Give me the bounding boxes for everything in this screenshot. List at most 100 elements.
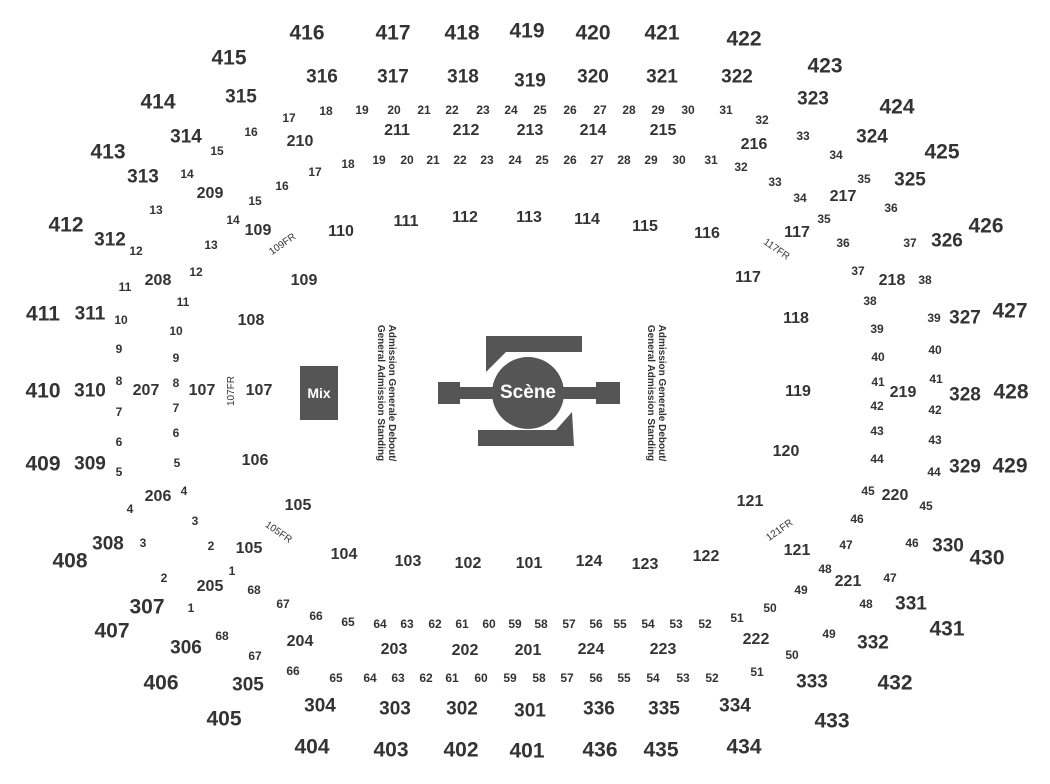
section-label-38[interactable]: 38: [918, 273, 932, 287]
section-label-403[interactable]: 403: [373, 738, 409, 762]
section-label-26[interactable]: 26: [563, 103, 577, 117]
section-label-38[interactable]: 38: [863, 294, 877, 308]
floor-section-label-117fr[interactable]: 117FR: [761, 236, 792, 263]
section-label-429[interactable]: 429: [992, 454, 1028, 478]
section-label-212[interactable]: 212: [452, 122, 480, 139]
section-label-121[interactable]: 121: [783, 542, 811, 559]
section-label-404[interactable]: 404: [294, 735, 330, 759]
floor-section-label-109fr[interactable]: 109FR: [267, 231, 299, 258]
section-label-224[interactable]: 224: [577, 641, 605, 658]
section-label-309[interactable]: 309: [74, 453, 106, 475]
section-label-11[interactable]: 11: [176, 295, 190, 309]
section-label-21[interactable]: 21: [426, 153, 440, 167]
section-label-304[interactable]: 304: [304, 695, 336, 717]
section-label-5[interactable]: 5: [115, 465, 123, 479]
section-label-62[interactable]: 62: [428, 617, 442, 631]
section-label-433[interactable]: 433: [814, 709, 850, 733]
section-label-122[interactable]: 122: [692, 548, 720, 565]
section-label-107[interactable]: 107: [188, 382, 216, 399]
section-label-321[interactable]: 321: [646, 66, 678, 88]
section-label-221[interactable]: 221: [834, 573, 862, 590]
section-label-24[interactable]: 24: [508, 153, 522, 167]
section-label-33[interactable]: 33: [768, 175, 782, 189]
section-label-52[interactable]: 52: [698, 617, 712, 631]
section-label-118[interactable]: 118: [783, 310, 809, 327]
section-label-49[interactable]: 49: [822, 627, 836, 641]
section-label-24[interactable]: 24: [504, 103, 518, 117]
section-label-201[interactable]: 201: [514, 642, 542, 659]
section-label-210[interactable]: 210: [286, 133, 314, 150]
section-label-55[interactable]: 55: [613, 617, 627, 631]
section-label-13[interactable]: 13: [204, 238, 218, 252]
section-label-31[interactable]: 31: [719, 103, 733, 117]
section-label-56[interactable]: 56: [589, 617, 603, 631]
section-label-215[interactable]: 215: [649, 122, 677, 139]
section-label-322[interactable]: 322: [721, 66, 753, 88]
section-label-10[interactable]: 10: [169, 324, 183, 338]
section-label-36[interactable]: 36: [884, 201, 898, 215]
section-label-302[interactable]: 302: [446, 698, 478, 720]
section-label-105[interactable]: 105: [235, 540, 263, 557]
section-label-209[interactable]: 209: [196, 185, 224, 202]
section-label-23[interactable]: 23: [480, 153, 494, 167]
section-label-115[interactable]: 115: [632, 218, 658, 235]
section-label-50[interactable]: 50: [785, 648, 799, 662]
section-label-420[interactable]: 420: [575, 21, 611, 45]
section-label-307[interactable]: 307: [129, 595, 165, 619]
section-label-423[interactable]: 423: [807, 54, 843, 78]
section-label-58[interactable]: 58: [532, 671, 546, 685]
section-label-35[interactable]: 35: [857, 172, 871, 186]
section-label-22[interactable]: 22: [453, 153, 467, 167]
section-label-114[interactable]: 114: [574, 211, 600, 228]
section-label-19[interactable]: 19: [372, 153, 386, 167]
section-label-2[interactable]: 2: [160, 571, 168, 585]
section-label-65[interactable]: 65: [341, 615, 355, 629]
section-label-426[interactable]: 426: [968, 214, 1004, 238]
section-label-413[interactable]: 413: [90, 140, 126, 164]
section-label-402[interactable]: 402: [443, 738, 479, 762]
section-label-427[interactable]: 427: [992, 299, 1028, 323]
section-label-205[interactable]: 205: [196, 578, 224, 595]
section-label-52[interactable]: 52: [705, 671, 719, 685]
section-label-431[interactable]: 431: [929, 617, 965, 641]
section-label-43[interactable]: 43: [928, 433, 942, 447]
section-label-46[interactable]: 46: [850, 512, 864, 526]
section-label-107[interactable]: 107: [245, 382, 273, 399]
section-label-37[interactable]: 37: [851, 264, 865, 278]
section-label-417[interactable]: 417: [375, 21, 411, 45]
section-label-326[interactable]: 326: [931, 230, 963, 252]
section-label-59[interactable]: 59: [503, 671, 517, 685]
section-label-66[interactable]: 66: [309, 609, 323, 623]
section-label-116[interactable]: 116: [694, 225, 720, 242]
section-label-222[interactable]: 222: [742, 631, 770, 648]
section-label-432[interactable]: 432: [877, 671, 913, 695]
section-label-67[interactable]: 67: [276, 597, 290, 611]
section-label-15[interactable]: 15: [210, 144, 224, 158]
section-label-66[interactable]: 66: [286, 664, 300, 678]
section-label-315[interactable]: 315: [225, 86, 257, 108]
section-label-219[interactable]: 219: [889, 384, 917, 401]
section-label-25[interactable]: 25: [533, 103, 547, 117]
section-label-218[interactable]: 218: [878, 272, 906, 289]
section-label-21[interactable]: 21: [417, 103, 431, 117]
section-label-204[interactable]: 204: [286, 633, 314, 650]
section-label-101[interactable]: 101: [515, 555, 543, 572]
section-label-119[interactable]: 119: [785, 383, 811, 400]
section-label-103[interactable]: 103: [394, 553, 422, 570]
section-label-20[interactable]: 20: [387, 103, 401, 117]
section-label-25[interactable]: 25: [535, 153, 549, 167]
section-label-325[interactable]: 325: [894, 169, 926, 191]
section-label-31[interactable]: 31: [704, 153, 718, 167]
section-label-434[interactable]: 434: [726, 735, 762, 759]
section-label-329[interactable]: 329: [949, 456, 981, 478]
section-label-328[interactable]: 328: [949, 384, 981, 406]
section-label-42[interactable]: 42: [928, 403, 942, 417]
section-label-327[interactable]: 327: [949, 307, 981, 329]
section-label-50[interactable]: 50: [763, 601, 777, 615]
section-label-8[interactable]: 8: [172, 376, 180, 390]
section-label-42[interactable]: 42: [870, 399, 884, 413]
floor-section-label-121fr[interactable]: 121FR: [764, 517, 796, 544]
section-label-26[interactable]: 26: [563, 153, 577, 167]
section-label-336[interactable]: 336: [583, 698, 615, 720]
section-label-55[interactable]: 55: [617, 671, 631, 685]
